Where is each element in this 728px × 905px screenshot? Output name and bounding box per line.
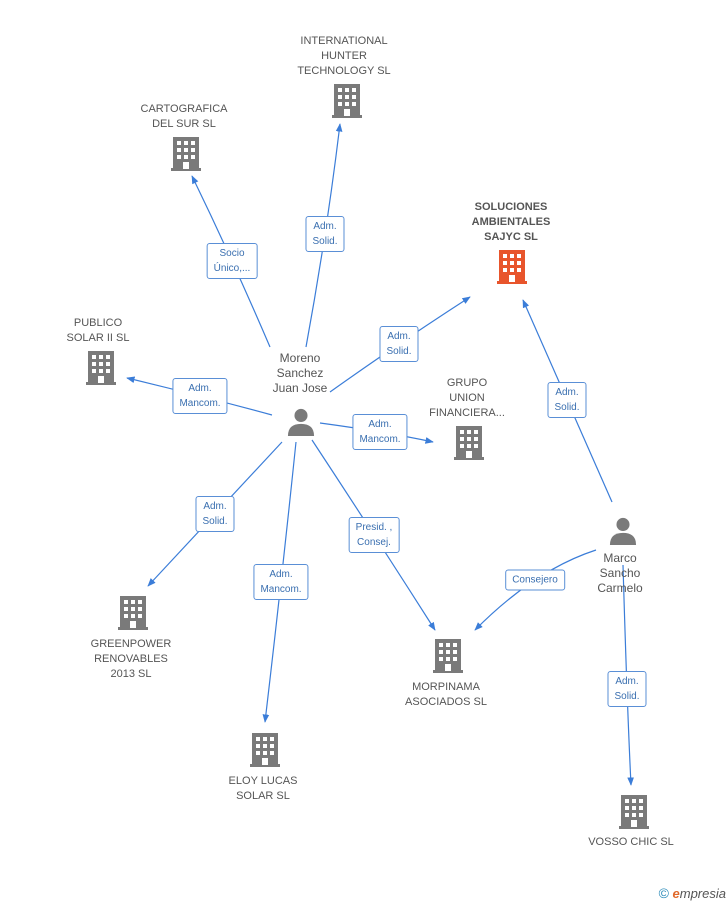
company-name[interactable]: VOSSO CHIC SL bbox=[588, 836, 674, 848]
person-name[interactable]: Moreno Sanchez Juan Jose bbox=[272, 351, 328, 395]
building-icon[interactable] bbox=[332, 84, 362, 118]
person-icon[interactable] bbox=[609, 517, 637, 545]
company-name[interactable]: GREENPOWER RENOVABLES 2013 SL bbox=[90, 638, 172, 680]
empresia-logo-initial: e bbox=[672, 886, 680, 901]
company-name[interactable]: SOLUCIONES AMBIENTALES SAJYC SL bbox=[471, 201, 551, 243]
edge-label-p1-c2[interactable]: Socio Único,... bbox=[206, 243, 258, 279]
edge-label-p1-c3[interactable]: Adm. Solid. bbox=[379, 326, 419, 362]
edge-label-p1-c4[interactable]: Adm. Mancom. bbox=[172, 378, 228, 414]
edge-label-p1-c8[interactable]: Adm. Mancom. bbox=[253, 564, 309, 600]
edge-label-p2-c3[interactable]: Adm. Solid. bbox=[547, 382, 587, 418]
building-icon[interactable] bbox=[250, 733, 280, 767]
brand-footer: © empresia bbox=[659, 885, 726, 901]
company-name[interactable]: INTERNATIONAL HUNTER TECHNOLOGY SL bbox=[297, 35, 391, 77]
building-icon[interactable] bbox=[171, 137, 201, 171]
edge-label-p2-c9[interactable]: Adm. Solid. bbox=[607, 671, 647, 707]
building-icon[interactable] bbox=[454, 426, 484, 460]
building-icon[interactable] bbox=[86, 351, 116, 385]
company-name[interactable]: PUBLICO SOLAR II SL bbox=[66, 317, 130, 344]
building-icon[interactable] bbox=[433, 639, 463, 673]
edge-label-p1-c6[interactable]: Adm. Solid. bbox=[195, 496, 235, 532]
edge-label-p1-c1[interactable]: Adm. Solid. bbox=[305, 216, 345, 252]
company-name[interactable]: CARTOGRAFICA DEL SUR SL bbox=[140, 103, 228, 130]
edge-label-p1-c5[interactable]: Adm. Mancom. bbox=[352, 414, 408, 450]
edge-label-p2-c7[interactable]: Consejero bbox=[505, 569, 565, 591]
empresia-logo-text: mpresia bbox=[679, 886, 726, 901]
building-icon[interactable] bbox=[619, 795, 649, 829]
company-name[interactable]: MORPINAMA ASOCIADOS SL bbox=[405, 681, 487, 708]
person-icon[interactable] bbox=[287, 408, 315, 436]
building-icon[interactable] bbox=[118, 596, 148, 630]
building-icon[interactable] bbox=[497, 250, 527, 284]
company-name[interactable]: GRUPO UNION FINANCIERA... bbox=[429, 377, 505, 419]
company-name[interactable]: ELOY LUCAS SOLAR SL bbox=[228, 775, 298, 802]
edge-label-p1-c7[interactable]: Presid. , Consej. bbox=[348, 517, 400, 553]
person-name[interactable]: Marco Sancho Carmelo bbox=[597, 551, 643, 595]
copyright-symbol: © bbox=[658, 885, 669, 901]
